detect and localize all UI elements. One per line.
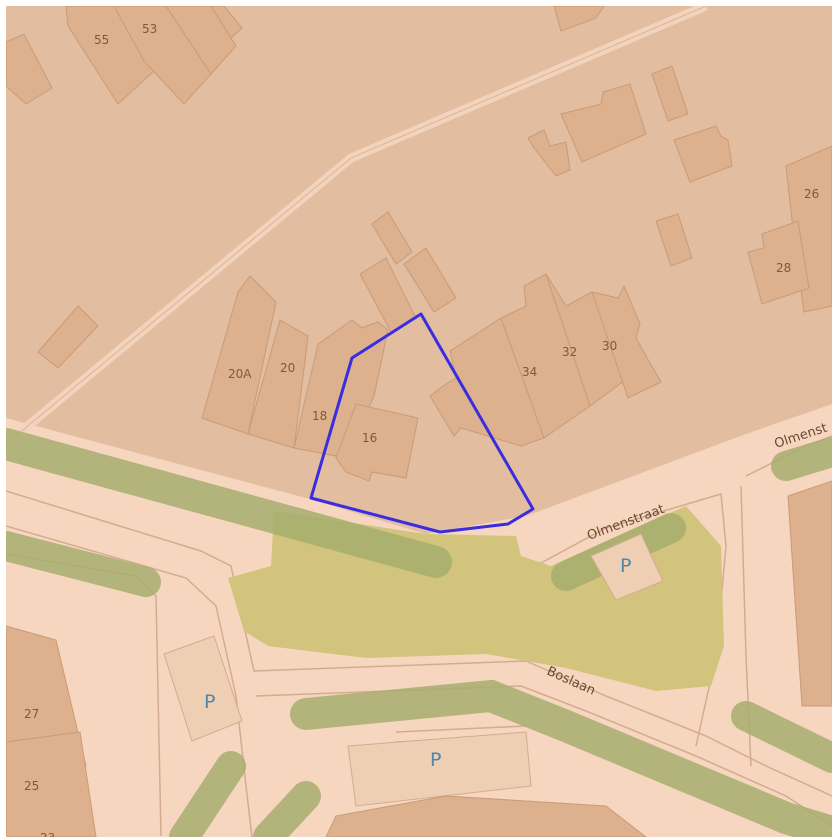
map-canvas[interactable]: 55 53 26 28 20A 20 18 16 34 32 30 27 25 … <box>6 6 832 837</box>
house-number: 30 <box>602 339 617 353</box>
house-number: 53 <box>142 22 157 36</box>
house-number-labels: 55 53 26 28 20A 20 18 16 34 32 30 27 25 … <box>24 22 819 837</box>
parking-symbols: P P P <box>204 555 631 771</box>
parking-lots <box>163 533 664 807</box>
map-svg: 55 53 26 28 20A 20 18 16 34 32 30 27 25 … <box>6 6 832 837</box>
parking-symbol: P <box>620 555 631 577</box>
house-number: 16 <box>362 431 377 445</box>
parking-symbol: P <box>204 691 215 713</box>
selected-parcel-outline[interactable] <box>309 312 535 534</box>
house-number: 23 <box>40 831 55 837</box>
parking-symbol: P <box>430 749 441 771</box>
house-number: 55 <box>94 33 109 47</box>
house-number: 25 <box>24 779 39 793</box>
house-number: 34 <box>522 365 537 379</box>
house-number: 20 <box>280 361 295 375</box>
house-number: 20A <box>228 367 252 381</box>
tree-rows <box>6 428 832 837</box>
house-number: 18 <box>312 409 327 423</box>
house-number: 32 <box>562 345 577 359</box>
house-number: 27 <box>24 707 39 721</box>
house-number: 28 <box>776 261 791 275</box>
footpath-edge <box>6 6 707 445</box>
buildings <box>6 6 832 837</box>
house-number: 26 <box>804 187 819 201</box>
